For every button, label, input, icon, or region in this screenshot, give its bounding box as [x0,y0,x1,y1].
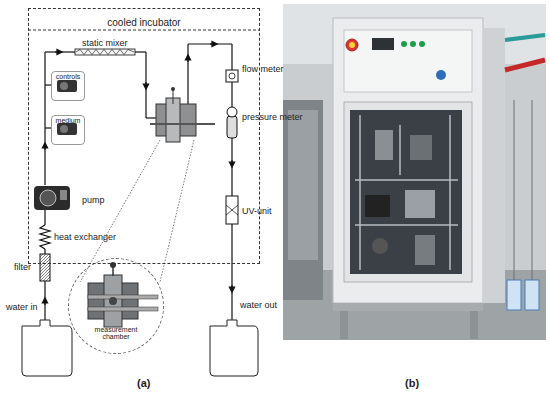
header-divider [28,30,260,31]
part-label: heat exchanger [54,232,116,242]
node-label: controls [56,73,81,81]
static-mixer [75,49,135,55]
panel-letter: (a) [137,378,150,388]
panel-letter: (b) [405,378,419,388]
zoom-lines [80,140,194,282]
detail-circle: measurement chamber [68,258,164,354]
part-label: pump [82,195,105,205]
filter-symbol [40,254,50,281]
part-label: UV-unit [242,206,272,216]
photo [283,4,546,340]
flow-arrows [45,44,232,305]
node-label: measurement chamber [86,326,146,341]
medium-box: medium [51,115,85,145]
part-label: water in [6,302,38,312]
chamber-detail [88,262,158,327]
part-label: filter [14,262,31,272]
water-containers [22,320,258,376]
part-label: pressure meter [242,112,303,122]
node-label: cooled incubator [107,17,180,28]
chamber-symbol [150,87,215,142]
uv-unit [226,196,238,224]
controls-box: controls [51,71,85,101]
flow-meter [226,70,238,82]
dosing-pumps [57,80,77,135]
tubing [40,44,232,320]
pump-symbol [34,186,70,210]
node-label: medium [56,117,81,125]
part-label: water out [240,300,277,310]
pressure-meter [227,107,237,138]
part-label: static mixer [82,38,128,48]
incubator-box: cooled incubator controls medium [28,8,260,264]
part-label: flow meter [242,64,284,74]
